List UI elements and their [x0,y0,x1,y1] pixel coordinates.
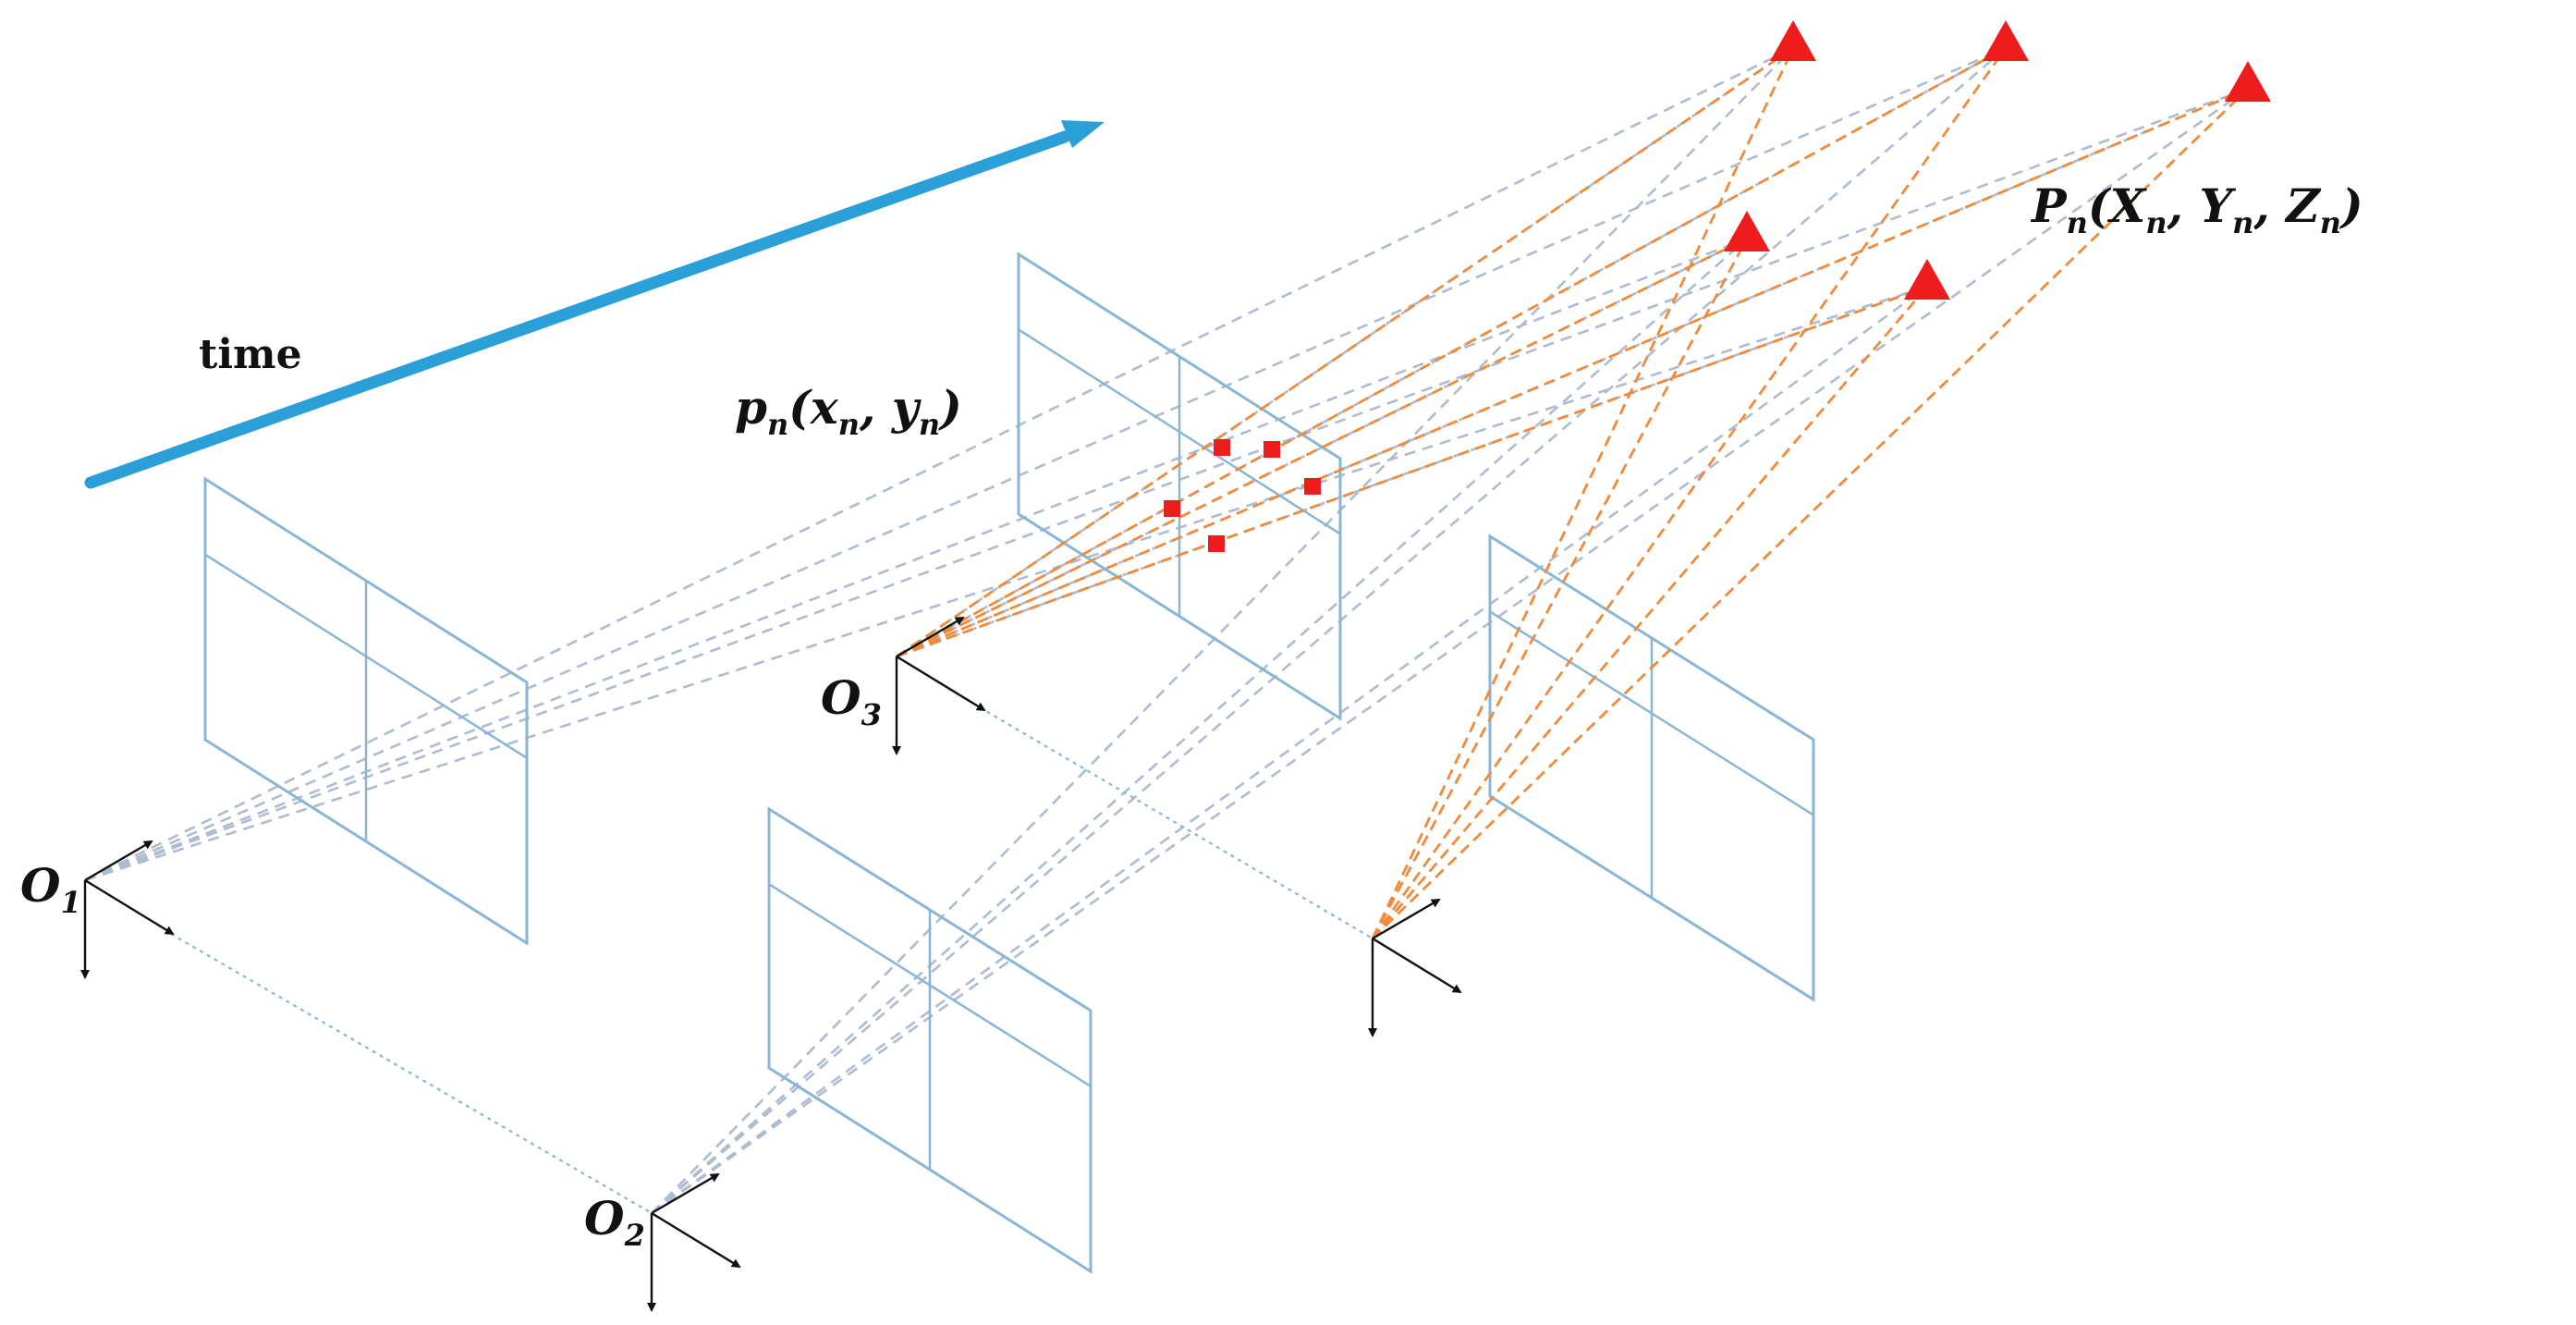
baseline-o3-o4 [979,706,1373,939]
highlighted-ray-c4-p2 [1371,47,2008,939]
image-plane-1-hgrid [204,553,528,759]
camera-1-forward-axis [84,840,153,882]
highlighted-ray-c3-p1 [896,46,1794,658]
highlighted-projection-rays [896,46,2249,940]
camera-label-o3: O3 [821,670,882,732]
image-point-label-x-sub: n [838,407,860,442]
image-plane-2 [767,806,1093,1274]
image-plane-3-hgrid [1018,328,1341,535]
image-plane-4-hgrid [1489,610,1814,816]
projection-ray-c1-p2 [84,46,2007,882]
image-point-4 [1164,500,1180,517]
world-point-3 [2225,61,2271,102]
projection-ray-c2-p4 [651,238,1748,1214]
image-point-label-x: x [810,380,839,435]
world-point-label-x: X [2107,178,2148,233]
world-point-1 [1770,20,1816,61]
world-point-5 [1904,259,1950,300]
time-arrow-head [1061,120,1105,148]
baseline-o1-o2 [170,933,653,1214]
image-point-label: pn(xn, yn) [735,380,962,442]
image-point-label-sub: n [767,407,788,442]
camera-4-forward-axis [1372,898,1441,940]
camera-3-right-axis [896,655,986,712]
image-point-5 [1208,535,1225,552]
world-point-label-y-sub: n [2232,205,2253,240]
projection-ray-c3-p1 [896,46,1794,658]
world-point-label-y: Y [2199,178,2236,233]
projection-ray-c2-p2 [651,47,2007,1214]
world-point-label-z-sub: n [2320,205,2341,240]
image-plane-4 [1488,534,1815,1002]
time-arrow-shaft [84,130,1071,489]
highlighted-ray-c3-p5 [896,285,1928,658]
camera-axes [80,616,1462,1312]
highlighted-ray-c3-p2 [896,46,2007,658]
image-point-2 [1264,441,1280,458]
projection-ray-c2-p3 [651,87,2249,1215]
projection-ray-c1-p4 [84,237,1748,882]
projection-ray-c2-p1 [651,47,1794,1214]
camera-label-o2: O2 [584,1191,645,1253]
highlighted-ray-c4-p1 [1371,47,1795,939]
image-point-label-y: y [891,380,922,435]
world-point-label: Pn(Xn, Yn, Zn) [2030,178,2363,240]
camera-2-right-axis [651,1211,741,1269]
projection-ray-c3-p4 [896,237,1748,658]
image-point-label-y-sub: n [919,407,940,442]
image-points [1164,439,1321,552]
image-point-1 [1214,439,1230,456]
world-point-label-base: P [2030,178,2068,233]
camera-4-right-axis [1372,937,1462,994]
image-point-3 [1304,478,1321,495]
world-point-label-sub: n [2067,205,2088,240]
projection-ray-c1-p1 [84,46,1794,882]
world-point-4 [1724,211,1770,252]
image-plane-3 [1017,252,1342,721]
world-point-label-z: Z [2284,178,2322,233]
projection-ray-c2-p5 [651,285,1928,1215]
highlighted-ray-c4-p4 [1371,238,1749,939]
image-planes [203,252,1815,1274]
image-point-label-base: p [735,380,767,435]
camera-baselines [170,706,1373,1214]
image-plane-1 [203,476,529,946]
image-plane-2-hgrid [768,883,1092,1087]
camera-3-forward-axis [896,616,965,658]
world-point-label-x-sub: n [2145,205,2167,240]
projection-ray-c1-p3 [84,87,2249,882]
camera-2-forward-axis [651,1172,720,1215]
time-label: time [199,331,302,378]
highlighted-ray-c4-p3 [1372,87,2249,940]
highlighted-ray-c3-p3 [896,87,2249,658]
projection-ray-c3-p5 [896,285,1928,658]
world-points [1724,20,2271,300]
projection-rays [84,46,2249,1215]
camera-1-right-axis [84,878,175,936]
world-point-2 [1983,20,2029,61]
time-arrow-icon [84,120,1105,489]
camera-label-o1: O1 [20,858,81,920]
highlighted-ray-c4-p5 [1371,286,1929,939]
